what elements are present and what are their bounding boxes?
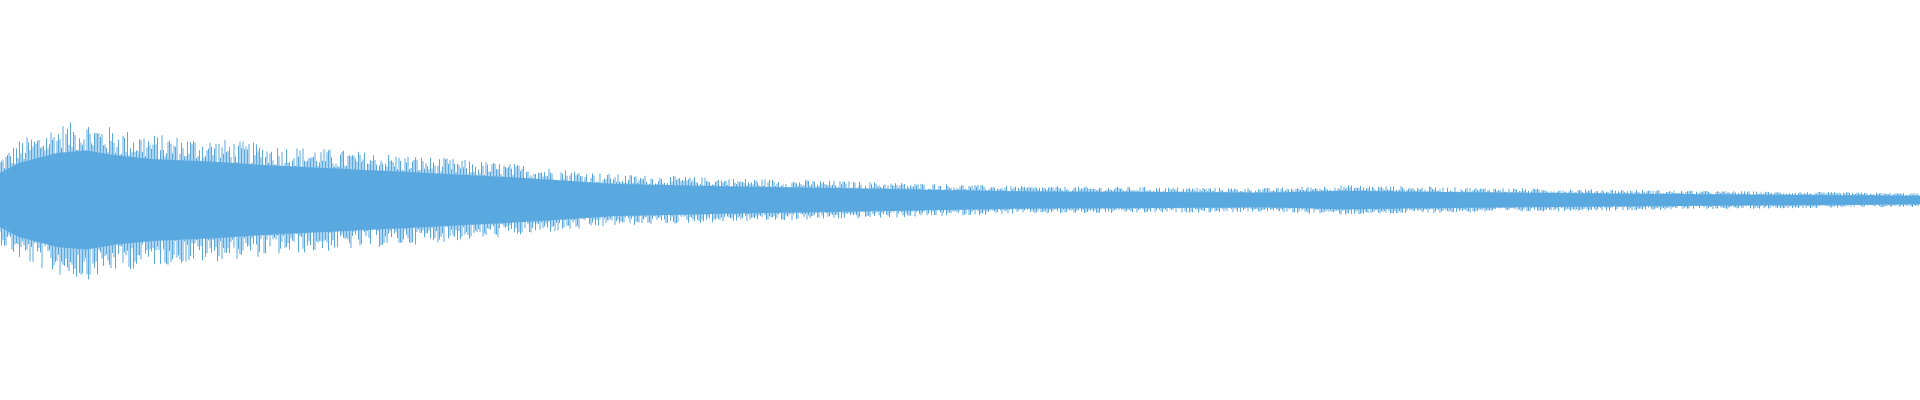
waveform-peak-lines (0, 122, 1919, 280)
waveform-peaks (0, 122, 1919, 280)
